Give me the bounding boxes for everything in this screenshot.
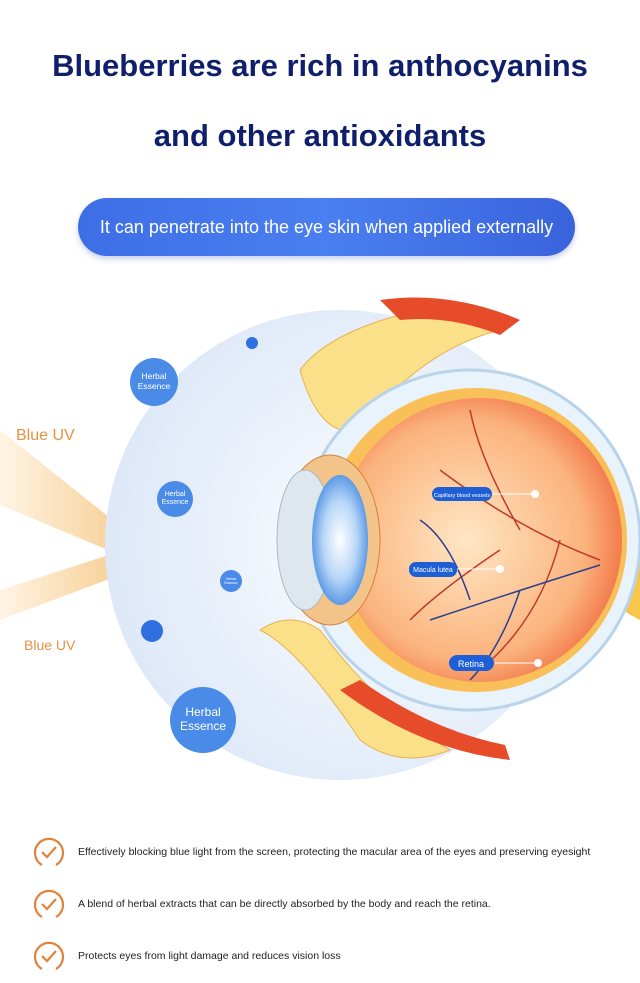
decorative-droplets — [141, 337, 258, 642]
herbal-essence-bubble: Herbal Essence — [220, 570, 242, 592]
eye-diagram: Capillary blood vessels Macula lutea Ret… — [0, 297, 640, 780]
svg-text:Macula lutea: Macula lutea — [413, 567, 453, 574]
blue-uv-label-bottom: Blue UV — [24, 637, 76, 653]
benefits-list: Effectively blocking blue light from the… — [32, 826, 622, 982]
retina-fundus — [338, 398, 622, 682]
svg-text:Retina: Retina — [458, 659, 484, 669]
benefit-text: A blend of herbal extracts that can be d… — [78, 898, 491, 910]
subtitle-pill: It can penetrate into the eye skin when … — [78, 198, 575, 256]
label-macula: Macula lutea — [409, 562, 457, 577]
benefit-item: Protects eyes from light damage and redu… — [32, 930, 622, 982]
benefit-text: Protects eyes from light damage and redu… — [78, 950, 341, 962]
headline-line-2: and other antioxidants — [153, 118, 487, 153]
label-retina: Retina — [449, 655, 494, 671]
blue-uv-label-top: Blue UV — [16, 427, 75, 444]
svg-text:Capillary blood vessels: Capillary blood vessels — [434, 493, 490, 499]
headline-line-1: Blueberries are rich in anthocyanins — [52, 48, 588, 83]
check-circle-icon — [33, 837, 65, 866]
blood-vessels — [409, 409, 601, 681]
check-circle-icon — [33, 889, 65, 918]
benefit-item: A blend of herbal extracts that can be d… — [32, 878, 622, 930]
upper-muscle — [380, 297, 520, 335]
label-capillary: Capillary blood vessels — [432, 487, 492, 501]
benefit-item: Effectively blocking blue light from the… — [32, 826, 622, 878]
herbal-essence-bubble: Herbal Essence — [170, 687, 236, 753]
herbal-essence-bubble: Herbal Essence — [157, 481, 193, 517]
lens — [312, 475, 368, 605]
herbal-essence-bubble: Herbal Essence — [130, 358, 178, 406]
check-circle-icon — [33, 941, 65, 970]
blue-uv-beams — [0, 430, 125, 620]
lower-muscle — [340, 680, 510, 760]
benefit-text: Effectively blocking blue light from the… — [78, 846, 591, 858]
